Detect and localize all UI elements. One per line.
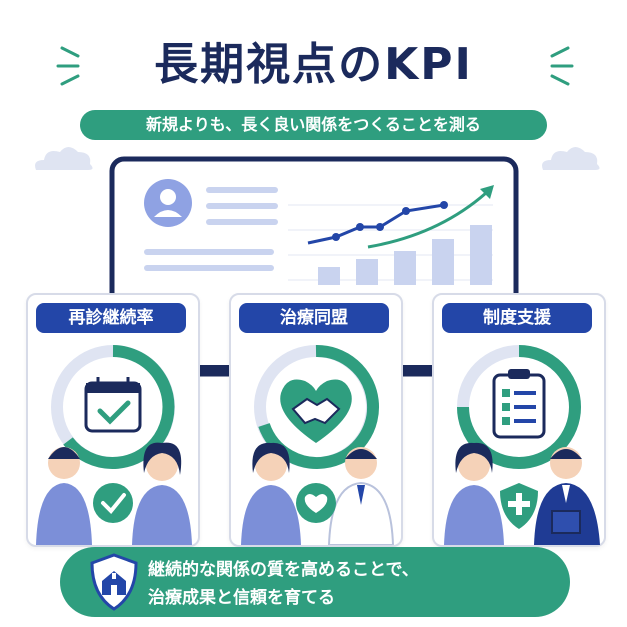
connector-bars	[195, 365, 433, 372]
bottom-message-line1: 継続的な関係の質を高めることで、	[148, 560, 419, 580]
kpi-card-revisit: 再診継続率	[26, 293, 200, 547]
kpi-card-support: 制度支援	[432, 293, 606, 547]
cloud-left-icon	[35, 147, 93, 170]
shield-house-icon	[90, 553, 138, 611]
card-illustration	[241, 344, 395, 545]
bottom-message-line2: 治療成果と信頼を育てる	[148, 588, 335, 608]
subtitle-banner: 新規よりも、長く良い関係をつくることを測る	[80, 110, 547, 140]
dashboard-monitor	[109, 156, 519, 377]
card-label: 治療同盟	[239, 303, 389, 333]
check-circle-icon	[93, 483, 133, 523]
card-illustration	[36, 345, 192, 545]
calendar-check-icon	[84, 377, 142, 433]
accent-right-icon	[550, 46, 574, 86]
cloud-right-icon	[542, 147, 600, 170]
heart-handshake-icon	[280, 379, 352, 443]
card-illustration	[444, 345, 600, 545]
avatar-icon	[144, 179, 192, 227]
accent-left-icon	[56, 46, 80, 86]
clipboard-checklist-icon	[492, 369, 546, 439]
bottom-banner	[60, 547, 570, 617]
kpi-card-alliance: 治療同盟	[229, 293, 403, 547]
card-label: 制度支援	[442, 303, 592, 333]
card-label: 再診継続率	[36, 303, 186, 333]
page-title: 長期視点のKPI	[154, 39, 473, 90]
